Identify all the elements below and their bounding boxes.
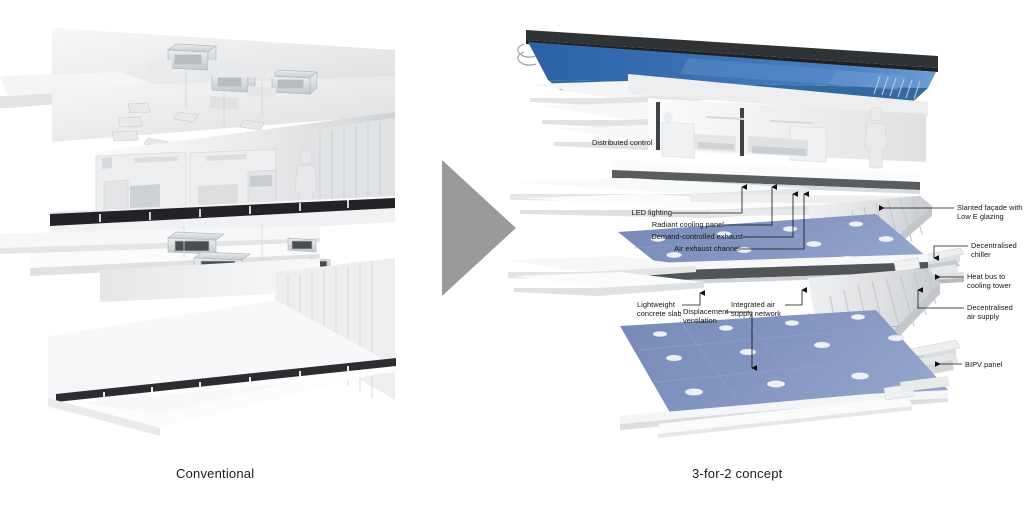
annotation-decentralised-chiller: Decentralised chiller (971, 241, 1017, 260)
annotation-air-exhaust-channel: Air exhaust channel (674, 244, 740, 253)
annotation-decentralised-air-supply: Decentralised air supply (967, 303, 1013, 322)
annotation-displacement-ventilation: Displacement ventilation (683, 307, 729, 326)
annotation-distributed-control: Distributed control (592, 138, 653, 147)
left-suspended-ceiling (52, 43, 395, 151)
bottom-raised-floor-blue (620, 310, 950, 438)
annotation-slanted-facade: Slanted façade with Low E glazing (957, 203, 1023, 222)
transformation-arrow (442, 160, 516, 296)
annotation-radiant-cooling-panel: Radiant cooling panel (651, 220, 724, 229)
caption-three-for-two: 3-for-2 concept (692, 466, 783, 481)
annotation-integrated-air-supply-network: Integrated air supply network (731, 300, 781, 319)
annotation-demand-controlled-exhaust: Demand-controlled exhaust (651, 232, 743, 241)
annotation-lightweight-concrete-slab: Lightweight concrete slab (637, 300, 682, 319)
annotation-heat-bus: Heat bus to cooling tower (967, 272, 1012, 291)
upper-office-storey (612, 98, 926, 194)
annotation-led-lighting: LED lighting (631, 208, 672, 217)
annotation-bipv-panel: BIPV panel (965, 360, 1003, 369)
human-scale-figure-right (864, 106, 888, 169)
left-lower-storey (48, 258, 400, 436)
conventional-building-cutaway (0, 28, 400, 436)
caption-conventional: Conventional (176, 466, 255, 481)
three-for-two-building-cutaway (508, 30, 965, 438)
